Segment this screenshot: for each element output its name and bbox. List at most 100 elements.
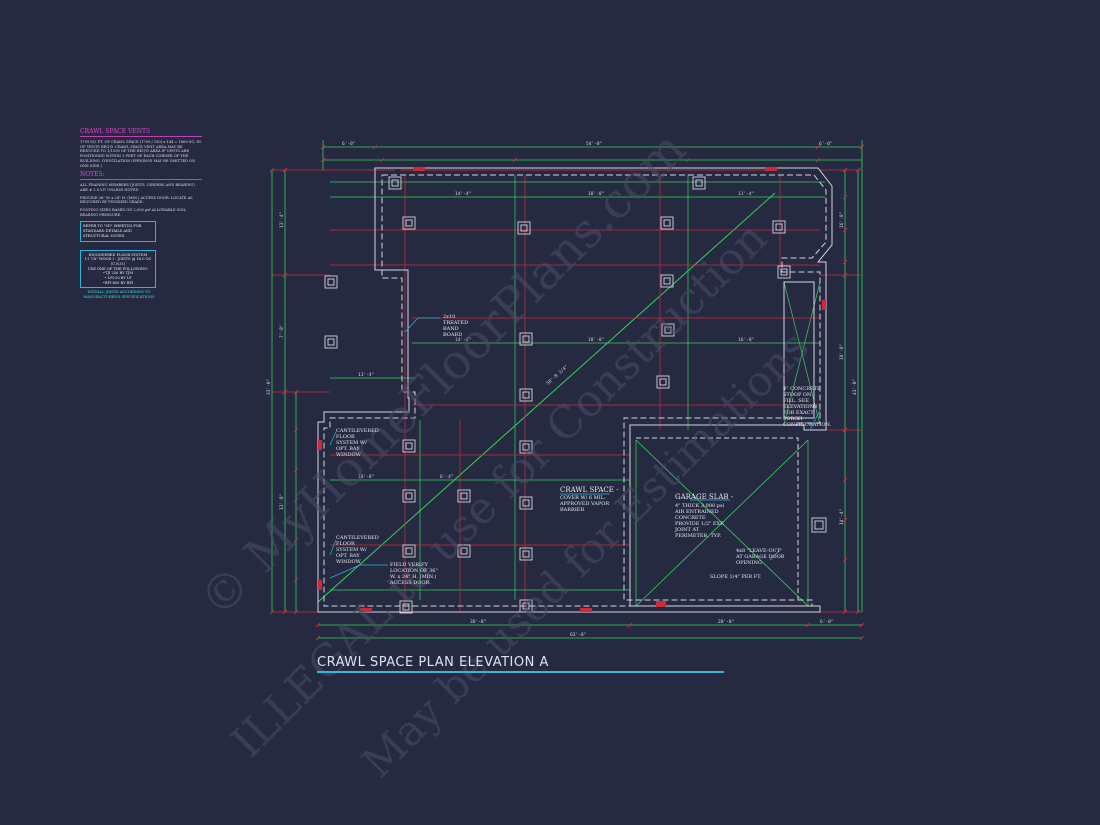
dimension-tick — [855, 609, 861, 615]
dim-left-b: 7'-8" — [279, 324, 285, 338]
pier-outer — [519, 440, 533, 454]
note-2: PROVIDE 36" W. x 24" H. (MIN.) ACCESS DO… — [80, 195, 193, 205]
pier-inner — [405, 442, 413, 450]
diagonal-garage-line-2 — [635, 439, 809, 607]
dim-span-7: 11'-4" — [358, 372, 374, 378]
dim-top-left: 6'-0" — [342, 141, 356, 147]
dimension-tick — [627, 622, 633, 628]
dimension-tick — [842, 259, 848, 265]
dimension-tick — [293, 537, 299, 543]
dimension-tick — [842, 194, 848, 200]
dim-right-c: 14'-4" — [839, 509, 845, 525]
dimension-tick — [282, 389, 288, 395]
dimension-ticks — [269, 144, 865, 641]
dim-span-6: 16'-8" — [738, 337, 754, 343]
pier-outer — [402, 216, 416, 230]
pier-outer — [519, 388, 533, 402]
dimension-tick — [842, 477, 848, 483]
pier-outer — [660, 216, 674, 230]
dimension-tick — [315, 622, 321, 628]
pier-inner — [405, 547, 413, 555]
dim-span-1: 14'-4" — [455, 191, 471, 197]
vents-heading: CRAWL SPACE VENTS — [80, 128, 202, 137]
pier-outer — [772, 220, 786, 234]
crawl-space-label: CRAWL SPACE - — [560, 486, 619, 494]
pier-inner — [780, 268, 788, 276]
note-3: FOOTING SIZES BASED ON 2,000 psf ALLOWAB… — [80, 208, 187, 217]
dimension-tick — [855, 167, 861, 173]
dimension-tick — [842, 167, 848, 173]
crawl-space-sub-label: COVER W/ 6 MIL. APPROVED VAPOR BARRIER — [560, 495, 610, 513]
pier-inner — [522, 499, 530, 507]
leader-lines — [329, 317, 821, 579]
pier-outer — [399, 600, 413, 614]
pier-outer — [519, 496, 533, 510]
dimension-tick — [293, 497, 299, 503]
dimension-tick — [815, 157, 821, 163]
pier-outer — [457, 544, 471, 558]
cantilevered-label-2: CANTILEVERED FLOOR SYSTEM W/ OPT. BAY WI… — [336, 535, 379, 565]
field-verify-label: FIELD VERIFY LOCATION OF 36" W. x 24" H.… — [390, 562, 438, 586]
dimension-tick — [379, 157, 385, 163]
drawing-title: CRAWL SPACE PLAN ELEVATION A — [317, 655, 724, 673]
floor-system-line-3: •TJI 230 BY TJM — [102, 271, 134, 276]
pier-outer — [388, 176, 402, 190]
pier-outer — [519, 547, 533, 561]
dim-span-5: 14'-4" — [455, 337, 471, 343]
pier-outer — [656, 375, 670, 389]
dimension-tick — [269, 167, 275, 173]
dim-bottom-right: 28'-0" — [718, 619, 734, 625]
diagonal-dimension-line — [317, 192, 776, 603]
dim-diagonal: 50'-8 3/4" — [545, 364, 569, 387]
dim-right-b: 18'-8" — [839, 344, 845, 360]
cantilevered-label-1: CANTILEVERED FLOOR SYSTEM W/ OPT. BAY WI… — [336, 428, 379, 458]
pier-inner — [664, 326, 672, 334]
garage-slab-sub-label: 4" THICK 3,000 psi AIR ENTRAINED CONCRET… — [675, 503, 725, 539]
concrete-stoop-label: 4" CONCRETE STOOP ON FILL. SEE ELEVATION… — [783, 386, 832, 428]
dimension-tick — [269, 609, 275, 615]
dimension-tick — [842, 517, 848, 523]
pier-outer — [324, 335, 338, 349]
dimension-tick — [320, 157, 326, 163]
slope-label: SLOPE 1/4" PER FT. — [710, 574, 762, 580]
pier-inner — [460, 492, 468, 500]
pier-inner — [460, 547, 468, 555]
leave-out-label: 4x8 "LEAVE-OUT" AT GARAGE DOOR OPENING — [736, 548, 785, 566]
general-notes: CRAWL SPACE VENTS 1799 SQ. FT. OF CRAWL … — [80, 128, 202, 300]
pier-inner — [695, 179, 703, 187]
dim-span-4: 18'-8" — [588, 337, 604, 343]
dimension-tick — [293, 427, 299, 433]
pier-inner — [522, 602, 530, 610]
dimension-tick — [842, 609, 848, 615]
dimension-tick — [293, 389, 299, 395]
dimension-tick — [859, 622, 865, 628]
dimension-tick — [842, 557, 848, 563]
floor-system-line-2: USE ONE OF THE FOLLOWING: — [87, 266, 149, 271]
floor-system-line-4: • LPI-20 BY LP — [104, 276, 132, 281]
pier-inner — [327, 338, 335, 346]
outer-dimension-lines — [271, 140, 863, 639]
vents-text: 1799 SQ. FT. OF CRAWL SPACE (1799 / 150)… — [80, 140, 202, 168]
dimension-tick — [282, 609, 288, 615]
dimension-tick — [315, 635, 321, 641]
pier-inner — [663, 277, 671, 285]
floor-system-box: ENGINEERED FLOOR SYSTEM 11 7/8" WOOD I -… — [80, 249, 156, 289]
treated-band-label: 2x10 TREATED BAND BOARD — [443, 314, 469, 338]
pier-outer — [402, 439, 416, 453]
extension-lines — [272, 169, 862, 613]
dim-right-a: 16'-8" — [839, 212, 845, 228]
pier-outer — [519, 332, 533, 346]
refer-box: REFER TO "SD" SHEET(S) FOR STANDARD DETA… — [80, 221, 156, 242]
dimension-tick — [282, 272, 288, 278]
pier-outer — [402, 544, 416, 558]
dim-right-overall: 43'-0" — [852, 379, 858, 395]
pier-inner — [659, 378, 667, 386]
dimension-tick — [372, 144, 378, 150]
pier-inner — [775, 223, 783, 231]
pier-inner — [663, 219, 671, 227]
dim-left-c: 13'-8" — [279, 494, 285, 510]
pier-inner — [520, 224, 528, 232]
notes-heading: NOTES: — [80, 171, 202, 181]
piers — [324, 176, 827, 614]
